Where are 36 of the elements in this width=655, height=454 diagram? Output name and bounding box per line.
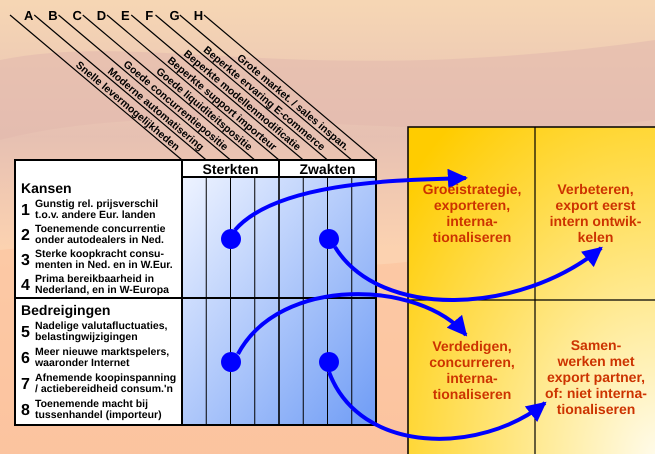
- strategy-text: Samen- werken met export partner, of: niet interna- tionaliseren: [545, 318, 647, 436]
- column-letter: D: [96, 8, 106, 23]
- column-letter: H: [194, 8, 204, 23]
- row-text: Toenemende macht bij tussenhandel (importeur): [35, 399, 163, 421]
- row-text: Toenemende concurrentie onder autodealers in Ned.: [35, 224, 167, 246]
- row-number: 3: [21, 252, 30, 270]
- row-text: Meer nieuwe marktspelers, waaronder Internet: [35, 347, 170, 369]
- arrow: [236, 292, 468, 356]
- arrow: [333, 246, 603, 302]
- row-number: 7: [21, 376, 30, 394]
- strategy-text: Verdedigen, concurreren, interna- tionaliseren: [411, 335, 533, 405]
- column-letter: C: [72, 8, 82, 23]
- column-letter: E: [121, 8, 130, 23]
- row-text: Afnemende koopinspanning / actiebereidheid consum.'n: [35, 373, 178, 395]
- row-number: 8: [21, 402, 30, 420]
- arrow: [234, 168, 468, 232]
- row-text: Sterke koopkracht consu- menten in Ned. en in W.Eur.: [35, 249, 174, 271]
- row-text: Nadelige valutafluctuaties, belastingwijzigingen: [35, 321, 168, 343]
- column-header: Sterkten: [201, 161, 260, 177]
- row-number: 6: [21, 350, 30, 368]
- section-heading: Kansen: [21, 180, 72, 196]
- strategy-text: Groeistrategie, exporteren, interna- tionaliseren: [411, 178, 533, 248]
- column-header: Zwakten: [298, 161, 356, 177]
- arrow: [327, 371, 547, 441]
- row-text: Gunstig rel. prijsverschil t.o.v. andere Eur. landen: [35, 199, 160, 221]
- column-letter: B: [48, 8, 58, 23]
- section-heading: Bedreigingen: [21, 302, 110, 318]
- column-letter: F: [145, 8, 154, 23]
- column-letter: G: [170, 8, 180, 23]
- row-number: 2: [21, 227, 30, 245]
- column-letter: A: [24, 8, 34, 23]
- row-number: 5: [21, 324, 30, 342]
- row-number: 4: [21, 277, 30, 295]
- row-text: Prima bereikbaarheid in Nederland, en in W-Europa: [35, 274, 170, 296]
- row-number: 1: [21, 202, 30, 220]
- strategy-text: Verbeteren, export eerst intern ontwik- kelen: [538, 178, 653, 248]
